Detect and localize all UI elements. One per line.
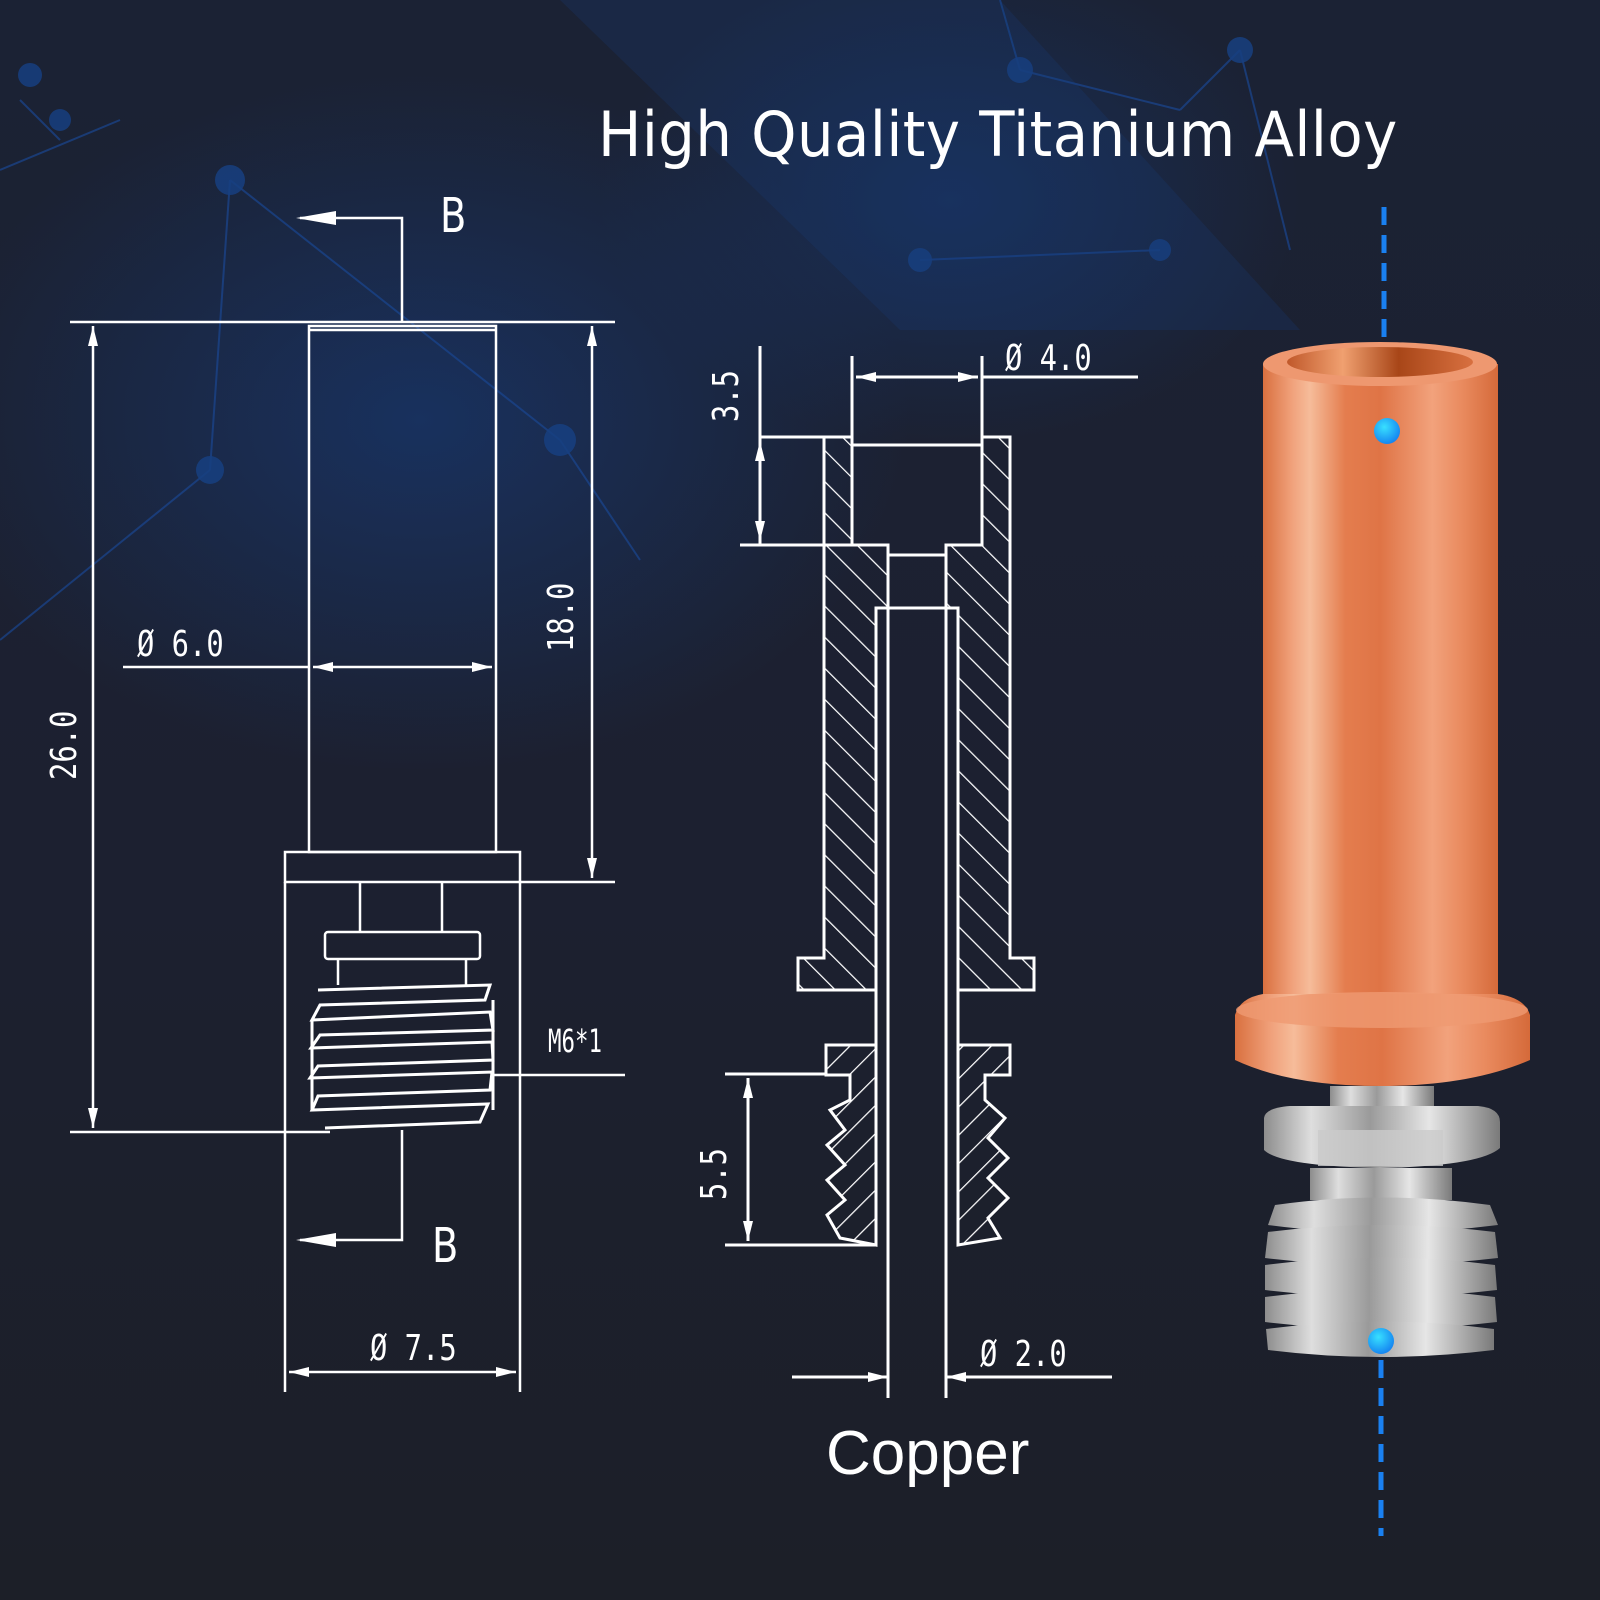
dim-flange-diameter: Ø 7.5 [370, 1328, 457, 1369]
section-view-drawing [725, 346, 1138, 1398]
copper-label: Copper [826, 1419, 1030, 1488]
section-marker-top: B [440, 188, 467, 244]
callout-dot-bottom [1368, 1328, 1394, 1354]
dim-bore-diameter: Ø 2.0 [980, 1334, 1067, 1375]
material-title: High Quality Titanium Alloy [598, 98, 1398, 171]
section-marker-bottom: B [432, 1218, 459, 1274]
dim-thread-length: 5.5 [694, 1147, 735, 1200]
dim-counterbore-depth: 3.5 [706, 369, 747, 422]
dim-upper-length: 18.0 [541, 582, 582, 652]
dim-overall-length: 26.0 [44, 710, 85, 780]
dim-thread-spec: M6*1 [548, 1022, 602, 1060]
dim-body-diameter: Ø 6.0 [137, 624, 224, 665]
left-view-drawing [70, 211, 625, 1392]
dim-counterbore-diameter: Ø 4.0 [1005, 338, 1092, 379]
callout-dot-top [1374, 418, 1400, 444]
